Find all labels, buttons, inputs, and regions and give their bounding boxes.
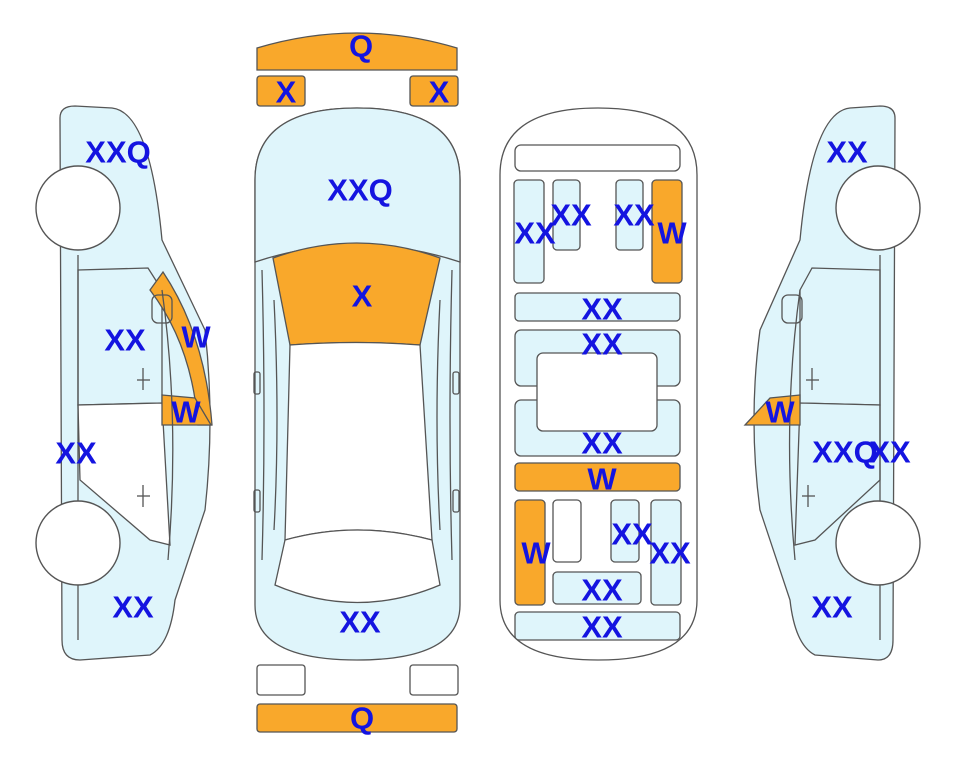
label-right-front-fender: XX	[826, 135, 868, 170]
front-right-light-panel[interactable]	[409, 75, 459, 107]
rear-right-light-panel[interactable]	[409, 664, 459, 696]
label-floor-left-rail: XX	[514, 216, 556, 251]
right-front-wheel	[835, 165, 921, 251]
floor-seat-right-panel[interactable]	[615, 179, 644, 251]
label-trunk-left-rail: W	[521, 536, 551, 571]
label-trunk-rear-panel: XX	[581, 610, 623, 645]
trunk-left-rail-panel[interactable]	[514, 499, 546, 606]
floor-right-rail-panel[interactable]	[651, 179, 683, 284]
left-side-view	[35, 105, 213, 661]
rear-bumper-panel[interactable]	[256, 703, 458, 733]
label-floor-seat-right: XX	[613, 198, 655, 233]
label-floor-cross-1: XX	[581, 292, 623, 327]
right-mirror-panel[interactable]	[743, 394, 801, 426]
label-left-rear-quarter: XX	[112, 590, 154, 625]
label-right-rear-quarter: XX	[811, 590, 853, 625]
label-floor-cross-4: W	[587, 462, 617, 497]
floor-cross-4-panel[interactable]	[514, 462, 681, 492]
label-left-front-door: XX	[104, 323, 146, 358]
damage-labels: Q X X XXQ X XX Q XXQ XX W W XX XX XX W X…	[55, 29, 911, 736]
label-left-rear-door: XX	[55, 436, 97, 471]
floor-left-rail-panel[interactable]	[513, 179, 545, 284]
front-bumper-panel[interactable]	[256, 32, 458, 71]
top-view	[253, 32, 461, 733]
trunk-right-panel[interactable]	[650, 499, 682, 606]
floor-seat-left-panel[interactable]	[552, 179, 581, 251]
label-front-right-light: X	[429, 75, 450, 110]
label-floor-cross-2: XX	[581, 327, 623, 362]
rear-glass-panel[interactable]	[274, 529, 441, 604]
label-front-bumper: Q	[349, 29, 373, 64]
left-mirror-panel[interactable]	[161, 394, 213, 426]
front-left-light-panel[interactable]	[256, 75, 306, 107]
left-rear-door-panel[interactable]	[77, 402, 171, 546]
trunk-floor-panel[interactable]	[552, 571, 642, 605]
label-left-a-pillar: W	[181, 320, 211, 355]
label-rear-bumper-area: XX	[339, 605, 381, 640]
label-right-front-door: XXQ	[812, 435, 877, 470]
roof-panel[interactable]	[284, 341, 433, 541]
right-rear-wheel	[835, 500, 921, 586]
label-left-mirror: W	[171, 395, 201, 430]
label-right-front-door-edge: XX	[869, 435, 911, 470]
label-right-mirror: W	[765, 395, 795, 430]
floor-center-opening	[536, 352, 658, 432]
label-floor-seat-left: XX	[550, 198, 592, 233]
label-hood: XXQ	[327, 173, 392, 208]
floor-view	[499, 107, 698, 661]
left-front-wheel	[35, 165, 121, 251]
right-side-view	[743, 105, 921, 661]
label-trunk-floor: XX	[581, 573, 623, 608]
rear-left-light-panel[interactable]	[256, 664, 306, 696]
label-trunk-right: XX	[649, 536, 691, 571]
floor-cross-1-panel[interactable]	[514, 292, 681, 322]
left-rear-wheel	[35, 500, 121, 586]
label-windshield: X	[352, 279, 373, 314]
label-left-front-fender: XXQ	[85, 135, 150, 170]
trunk-center-panel[interactable]	[610, 499, 640, 563]
label-trunk-center: XX	[611, 517, 653, 552]
trunk-rear-panel[interactable]	[514, 611, 681, 641]
label-floor-cross-3: XX	[581, 426, 623, 461]
label-front-left-light: X	[276, 75, 297, 110]
label-rear-bumper: Q	[350, 701, 374, 736]
label-floor-right-rail: W	[657, 216, 687, 251]
left-a-pillar-panel[interactable]	[149, 270, 213, 426]
